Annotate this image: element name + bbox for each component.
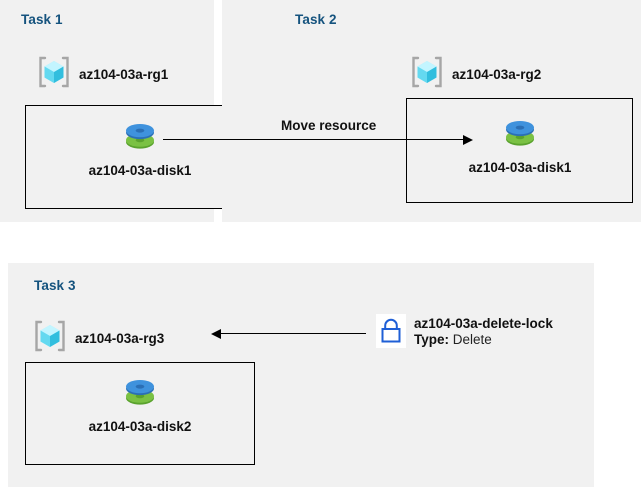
delete-lock-type: Type: Delete: [414, 332, 553, 348]
task3-title: Task 3: [34, 278, 76, 293]
task1-resource-box: [25, 105, 255, 209]
managed-disk-icon: [121, 116, 159, 159]
move-resource-arrow-line: [163, 139, 471, 141]
task1-resource: az104-03a-disk1: [80, 116, 200, 178]
resource-group-cube-icon: [36, 54, 72, 95]
task1-title: Task 1: [21, 12, 63, 27]
task2-resource-group: az104-03a-rg2: [409, 54, 541, 95]
task1-resource-group-name: az104-03a-rg1: [79, 67, 169, 82]
task3-resource-group-name: az104-03a-rg3: [75, 331, 165, 346]
task3-resource: az104-03a-disk2: [80, 372, 200, 434]
managed-disk-icon: [121, 372, 159, 415]
task2-resource-name: az104-03a-disk1: [468, 160, 572, 175]
task3-resource-group: az104-03a-rg3: [32, 318, 164, 359]
task1-resource-name: az104-03a-disk1: [88, 163, 192, 178]
delete-lock-type-label: Type:: [414, 331, 450, 347]
lock-icon: [376, 314, 406, 348]
delete-lock-arrow-line: [221, 333, 366, 335]
task3-resource-box: [25, 362, 255, 465]
task2-resource: az104-03a-disk1: [460, 113, 580, 175]
delete-lock-group: az104-03a-delete-lock Type: Delete: [376, 314, 553, 348]
task2-resource-group-name: az104-03a-rg2: [452, 67, 542, 82]
delete-lock-name: az104-03a-delete-lock: [414, 316, 553, 331]
delete-lock-type-value: Delete: [452, 331, 492, 347]
move-resource-arrow-head: [463, 135, 473, 145]
move-resource-arrow-label: Move resource: [281, 118, 377, 133]
managed-disk-icon: [501, 113, 539, 156]
task3-resource-name: az104-03a-disk2: [88, 419, 192, 434]
task2-resource-box: [406, 98, 633, 203]
task1-resource-group: az104-03a-rg1: [36, 54, 168, 95]
delete-lock-arrow-head: [211, 329, 221, 339]
task2-title: Task 2: [295, 12, 337, 27]
resource-group-cube-icon: [409, 54, 445, 95]
resource-group-cube-icon: [32, 318, 68, 359]
